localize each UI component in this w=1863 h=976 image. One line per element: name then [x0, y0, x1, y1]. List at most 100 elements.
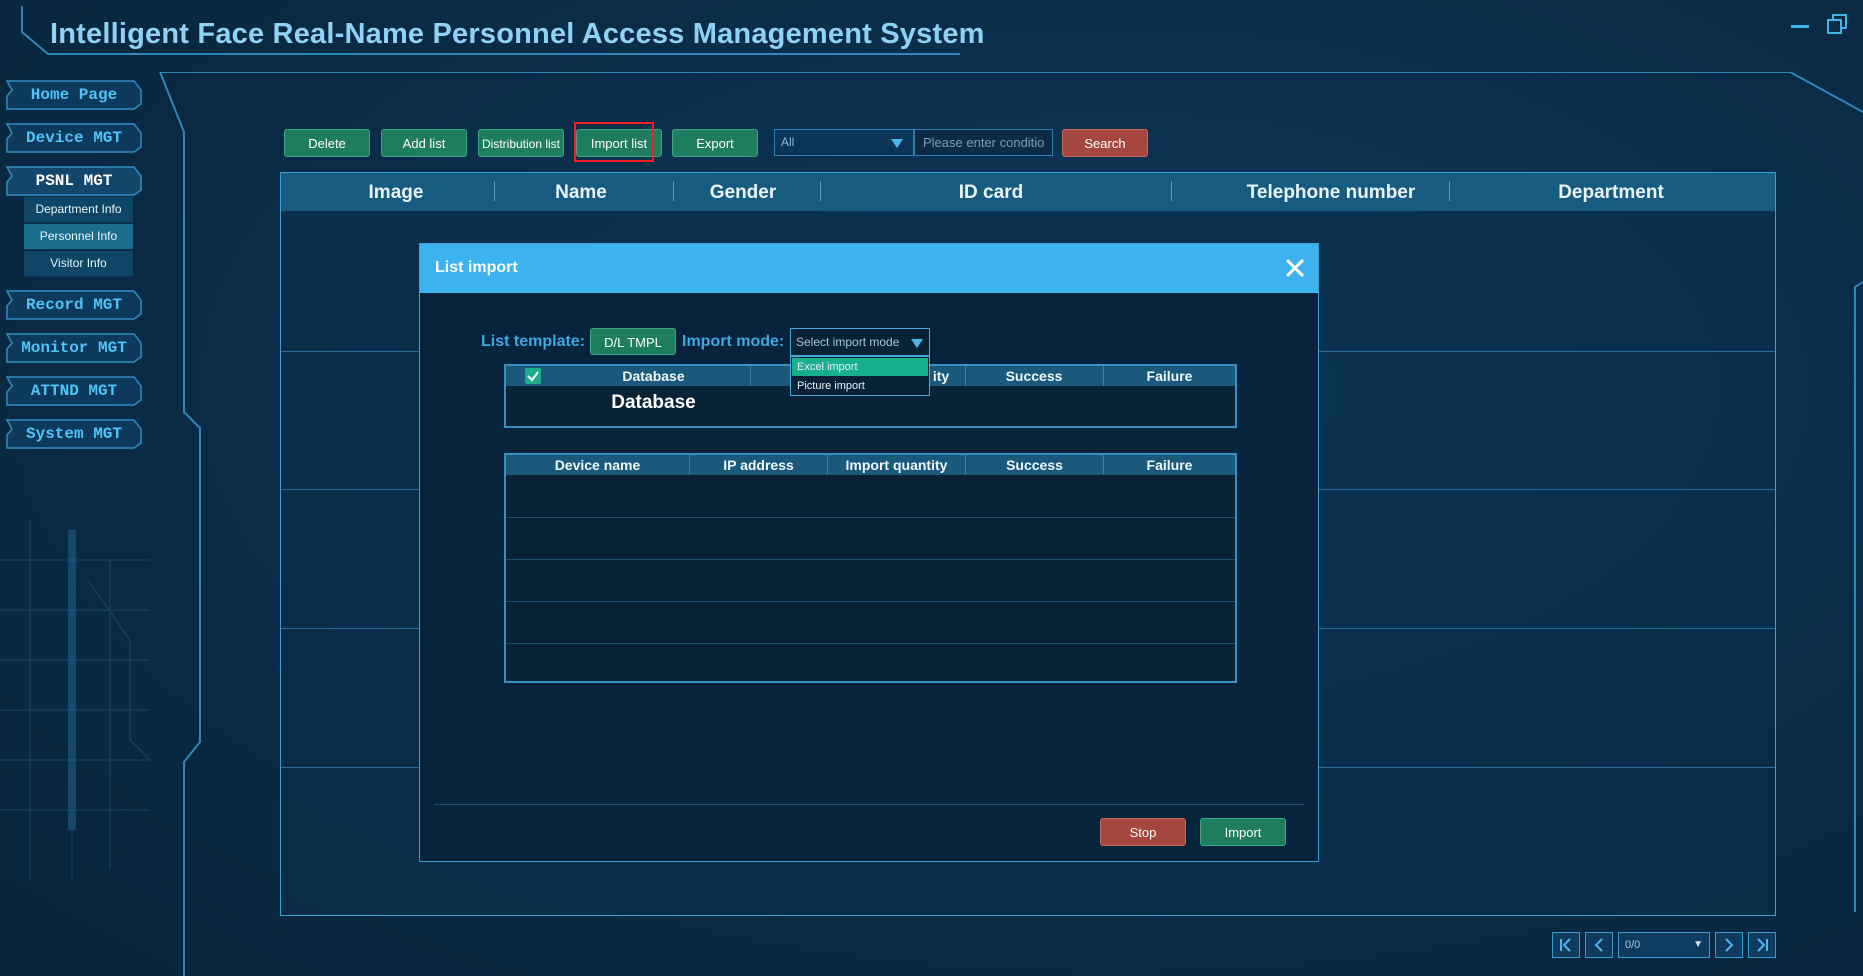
row-divider	[506, 643, 1235, 644]
dialog-header: List import	[420, 244, 1318, 293]
device-table: Device name IP address Import quantity S…	[504, 453, 1237, 683]
column-header[interactable]: ID card	[958, 182, 1024, 203]
dialog-divider	[434, 804, 1304, 805]
title-frame	[21, 6, 960, 55]
import-button[interactable]: Import	[1200, 818, 1286, 846]
chevron-down-icon	[891, 139, 903, 148]
nav-button-frame	[6, 419, 142, 449]
list-template-label: List template:	[481, 333, 586, 350]
nav-device-mgt[interactable]: Device MGT	[6, 123, 142, 153]
import-mode-dropdown: Excel import Picture import	[790, 356, 930, 396]
nav-system-mgt[interactable]: System MGT	[6, 419, 142, 449]
page-select[interactable]: 0/0 ▼	[1618, 932, 1710, 958]
search-button[interactable]: Search	[1062, 129, 1148, 157]
column-header: ity	[932, 368, 950, 384]
main-frame	[159, 72, 1863, 976]
last-page-icon[interactable]	[1748, 932, 1776, 958]
column-divider	[673, 181, 674, 201]
next-page-icon[interactable]	[1715, 932, 1743, 958]
column-divider	[1449, 181, 1450, 201]
column-header[interactable]: Telephone number	[1246, 182, 1416, 203]
row-divider	[506, 517, 1235, 518]
page-value: 0/0	[1625, 939, 1641, 951]
restore-icon[interactable]	[1825, 12, 1847, 34]
nav-button-frame	[6, 376, 142, 406]
nav-label: ATTND MGT	[30, 382, 118, 400]
nav-psnl-mgt[interactable]: PSNL MGT	[6, 166, 142, 196]
column-header[interactable]: Image	[368, 182, 424, 203]
filter-value: All	[781, 135, 795, 149]
option-excel-import[interactable]: Excel import	[792, 358, 928, 376]
close-icon[interactable]	[1282, 255, 1308, 281]
column-divider	[965, 455, 966, 475]
nav-label: System MGT	[25, 425, 122, 443]
column-header: Failure	[1146, 368, 1193, 384]
nav-button-frame	[6, 333, 142, 363]
column-header[interactable]: Name	[555, 182, 607, 203]
list-import-dialog: List import List template: D/L TMPL Impo…	[419, 243, 1319, 862]
nav-button-frame	[6, 80, 142, 110]
column-header: Success	[1006, 457, 1063, 473]
dialog-title: List import	[435, 259, 518, 276]
filter-select[interactable]: All	[774, 129, 914, 156]
column-divider	[1103, 455, 1104, 475]
highlight-box	[574, 122, 654, 162]
row-divider	[506, 601, 1235, 602]
column-header: Device name	[554, 457, 641, 473]
column-divider	[827, 455, 828, 475]
select-all-checkbox[interactable]	[525, 368, 541, 384]
nav-button-frame	[6, 290, 142, 320]
nav-monitor-mgt[interactable]: Monitor MGT	[6, 333, 142, 363]
device-table-header: Device name IP address Import quantity S…	[506, 455, 1235, 475]
import-mode-label: Import mode:	[682, 333, 785, 350]
option-picture-import[interactable]: Picture import	[797, 380, 865, 392]
nav-label: Device MGT	[25, 129, 122, 147]
column-header[interactable]: Gender	[709, 182, 777, 203]
nav-label: Home Page	[30, 86, 118, 104]
search-input[interactable]	[914, 129, 1053, 156]
nav-button-frame	[6, 123, 142, 153]
chevron-down-icon	[911, 339, 923, 348]
nav-record-mgt[interactable]: Record MGT	[6, 290, 142, 320]
app-title: Intelligent Face Real-Name Personnel Acc…	[50, 18, 985, 50]
nav-home-page[interactable]: Home Page	[6, 80, 142, 110]
import-list-button[interactable]: Import list	[576, 129, 662, 157]
sub-item-department-info[interactable]: Department Info	[24, 197, 133, 223]
import-mode-select[interactable]: Select import mode	[790, 328, 930, 356]
column-header: Import quantity	[845, 457, 948, 473]
column-divider	[494, 181, 495, 201]
row-divider	[506, 559, 1235, 560]
stop-button[interactable]: Stop	[1100, 818, 1186, 846]
export-button[interactable]: Export	[672, 129, 758, 157]
database-row-value: Database	[611, 392, 696, 413]
column-divider	[750, 366, 751, 386]
download-template-button[interactable]: D/L TMPL	[590, 328, 676, 355]
sub-item-visitor-info[interactable]: Visitor Info	[24, 251, 133, 277]
nav-attnd-mgt[interactable]: ATTND MGT	[6, 376, 142, 406]
nav-label: Monitor MGT	[21, 339, 127, 357]
column-header[interactable]: Department	[1558, 182, 1664, 203]
table-header: Image Name Gender ID card Telephone numb…	[281, 173, 1775, 211]
distribution-list-button[interactable]: Distribution list	[478, 129, 564, 157]
column-divider	[965, 366, 966, 386]
column-divider	[689, 455, 690, 475]
add-list-button[interactable]: Add list	[381, 129, 467, 157]
column-header: Database	[622, 368, 685, 384]
chevron-down-icon: ▼	[1693, 939, 1703, 950]
nav-label: Record MGT	[25, 296, 122, 314]
column-header: IP address	[723, 457, 794, 473]
decorative-circuit	[0, 520, 151, 880]
nav-button-frame	[6, 166, 142, 196]
database-table: Database ity Success Failure Database	[504, 364, 1237, 428]
column-divider	[1171, 181, 1172, 201]
column-divider	[820, 181, 821, 201]
nav-label: PSNL MGT	[35, 172, 113, 190]
delete-button[interactable]: Delete	[284, 129, 370, 157]
sub-item-personnel-info[interactable]: Personnel Info	[24, 224, 133, 250]
minimize-icon[interactable]	[1789, 14, 1811, 34]
column-divider	[1103, 366, 1104, 386]
prev-page-icon[interactable]	[1585, 932, 1613, 958]
import-mode-placeholder: Select import mode	[796, 335, 900, 349]
first-page-icon[interactable]	[1552, 932, 1580, 958]
column-header: Success	[1005, 368, 1063, 384]
